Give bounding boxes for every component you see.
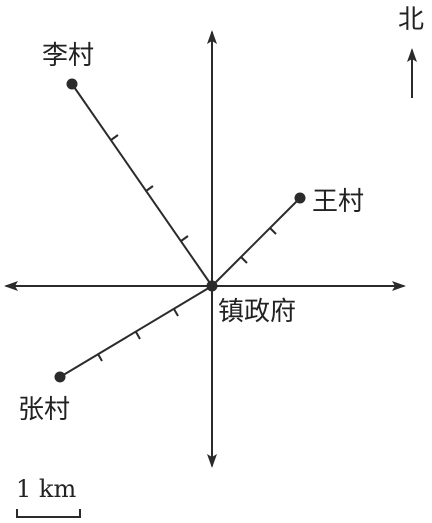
origin-point: [206, 280, 218, 292]
ray-zhang-village: [59, 285, 213, 378]
wang-village-point: [294, 192, 306, 204]
ray-li-village: [71, 83, 213, 287]
zhang-village-label: 张村: [18, 395, 70, 425]
ticks-wang-village: [240, 227, 277, 264]
origin-label: 镇政府: [218, 297, 296, 327]
zhang-village-point: [54, 371, 66, 383]
ticks-li-village: [110, 134, 189, 242]
li-village-label: 李村: [42, 41, 94, 71]
north-label: 北: [398, 5, 424, 35]
scale-label: 1 km: [16, 475, 76, 503]
ray-wang-village: [211, 197, 301, 287]
li-village-point: [66, 78, 78, 90]
wang-village-label: 王村: [312, 187, 364, 217]
scale-bar: [16, 509, 81, 518]
ticks-zhang-village: [97, 308, 179, 362]
